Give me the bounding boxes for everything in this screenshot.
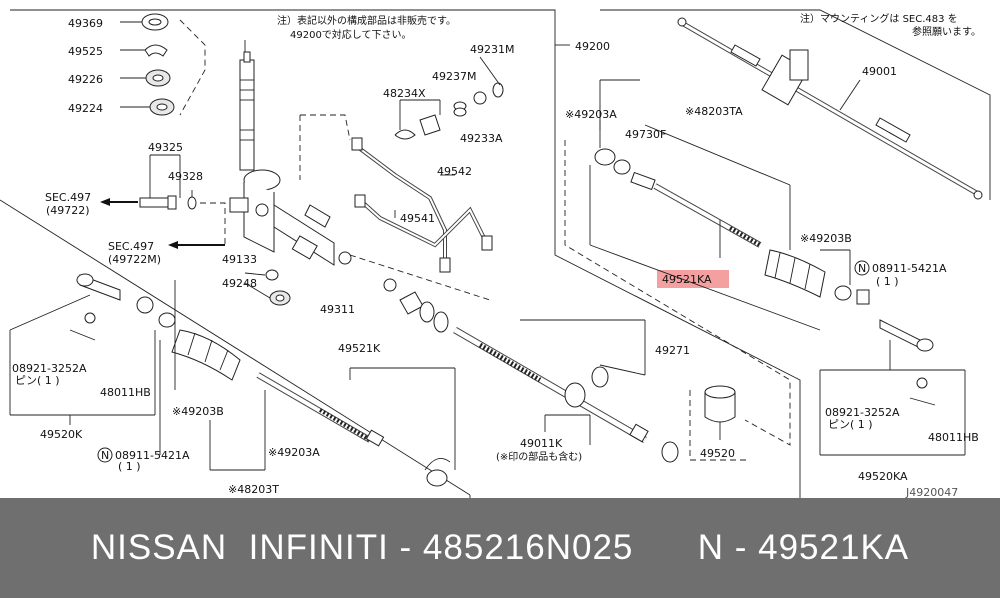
label-48011hb-right: 48011HB [928, 431, 979, 444]
label-49520: 49520 [700, 447, 735, 460]
label-49224: 49224 [68, 102, 103, 115]
center-seals [338, 251, 491, 333]
boot-49520 [689, 385, 750, 461]
label-49541: 49541 [400, 212, 435, 225]
label-49203b-right: ※49203B [800, 232, 852, 245]
diagram-ref-code: J4920047 [905, 486, 958, 498]
label-49200: 49200 [575, 40, 610, 53]
steering-rack-assembly [677, 17, 983, 200]
bolt-49325 [100, 154, 226, 249]
label-49133: 49133 [222, 253, 257, 266]
label-49521k: 49521K [338, 342, 381, 355]
rack-bar-49271 [453, 319, 679, 463]
gear-housing [229, 169, 335, 266]
label-49311: 49311 [320, 303, 355, 316]
label-48234x: 48234X [383, 87, 426, 100]
label-08921-left-sub: ピン( 1 ) [15, 374, 60, 387]
label-sec497b-sub: (49722M) [108, 253, 161, 266]
assembly-frame [10, 9, 801, 498]
label-49521ka: 49521KA [662, 273, 712, 286]
label-49525: 49525 [68, 45, 103, 58]
note-left-line1: 注）表記以外の構成部品は非販売です。 [277, 14, 456, 27]
highlight-49521ka [657, 270, 729, 288]
label-49542: 49542 [437, 165, 472, 178]
fluid-lines [299, 114, 493, 273]
pinion-shaft [239, 40, 255, 171]
label-49520k: 49520K [40, 428, 83, 441]
rack-subframe [600, 9, 991, 200]
exploded-view-svg: N N 注）表記以外の構成部品は非販売です。 49200で対応して下さい。 注）… [0, 9, 991, 499]
label-08911-left: 08911-5421A [115, 449, 190, 462]
label-08911-right-sub: ( 1 ) [876, 275, 899, 288]
label-49226: 49226 [68, 73, 103, 86]
tie-rod-end-left [9, 273, 156, 425]
label-sec497a: SEC.497 [45, 191, 91, 204]
label-sec497b: SEC.497 [108, 240, 154, 253]
label-08921-left: 08921-3252A [12, 362, 87, 375]
label-49730f: 49730F [625, 128, 666, 141]
tie-rod-right [589, 120, 870, 331]
banner-text: NISSAN INFINITI - 485216N025 N - 49521KA [90, 528, 910, 567]
label-48203t: ※48203T [228, 483, 279, 496]
label-49231m: 49231M [470, 43, 514, 56]
note-right-line1: 注）マウンティングは SEC.483 を [800, 12, 958, 25]
label-48011hb-left: 48011HB [100, 386, 151, 399]
label-49203b-left: ※49203B [172, 405, 224, 418]
label-08911-left-sub: ( 1 ) [118, 460, 141, 473]
n-symbol-left-text: N [101, 449, 109, 462]
label-49369: 49369 [68, 17, 103, 30]
assembly-frame-lower [0, 199, 471, 496]
label-49233a: 49233A [460, 132, 503, 145]
label-49520ka: 49520KA [858, 470, 908, 483]
label-08911-right: 08911-5421A [872, 262, 947, 275]
label-49203a-left: ※49203A [268, 446, 320, 459]
part-number-banner: NISSAN INFINITI - 485216N025 N - 49521KA [0, 498, 1000, 598]
label-49011k: 49011K [520, 437, 563, 450]
label-49011k-note: (※印の部品も含む) [496, 450, 582, 463]
note-left-line2: 49200で対応して下さい。 [290, 28, 412, 41]
n-symbol-left [97, 447, 113, 463]
label-48203ta: ※48203TA [685, 105, 743, 118]
label-08921-right: 08921-3252A [825, 406, 900, 419]
n-symbol-right-text: N [858, 262, 866, 275]
valve-parts [394, 56, 504, 140]
n-symbol-right [854, 260, 870, 276]
label-sec497a-sub: (49722) [46, 204, 90, 217]
small-seals [244, 269, 291, 306]
upper-seal-stack [120, 13, 206, 116]
label-08921-right-sub: ピン( 1 ) [828, 418, 873, 431]
tie-rod-left [136, 280, 456, 487]
label-49237m: 49237M [432, 70, 476, 83]
label-49325: 49325 [148, 141, 183, 154]
label-49001: 49001 [862, 65, 897, 78]
label-49203a-top: ※49203A [565, 108, 617, 121]
parts-diagram: N N 注）表記以外の構成部品は非販売です。 49200で対応して下さい。 注）… [0, 9, 991, 499]
note-right-line2: 参照願います。 [912, 25, 981, 38]
label-49248: 49248 [222, 277, 257, 290]
tie-rod-end-right [819, 319, 966, 456]
label-49271: 49271 [655, 344, 690, 357]
label-49328: 49328 [168, 170, 203, 183]
